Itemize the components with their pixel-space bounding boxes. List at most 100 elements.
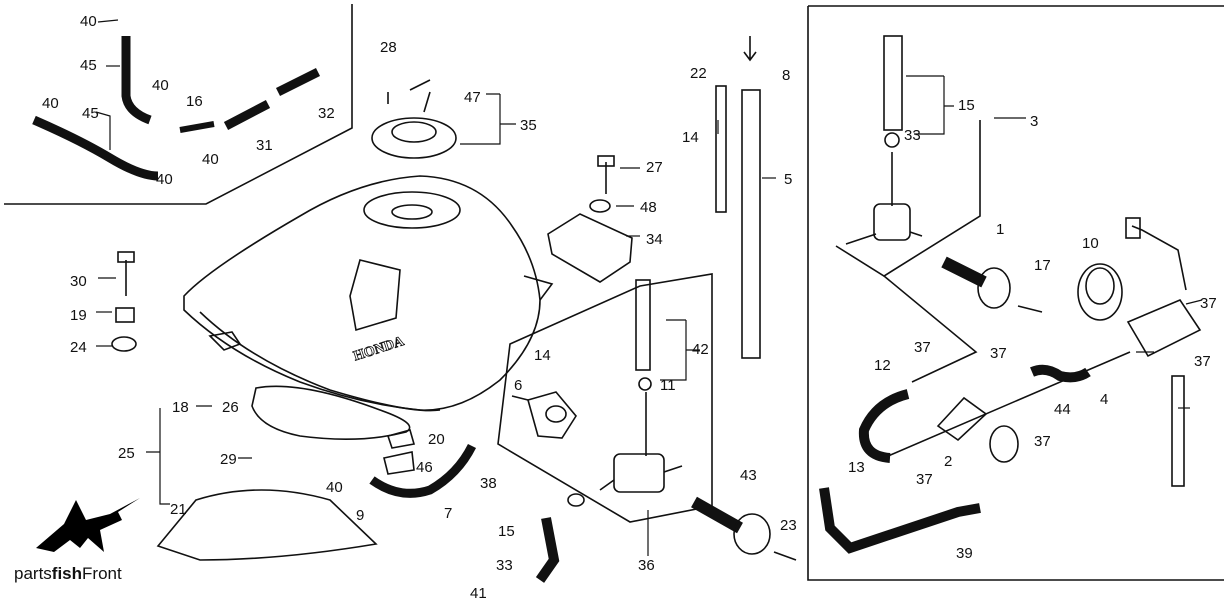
callout-label: 4 (1100, 391, 1108, 408)
fuel-tank (183, 175, 541, 411)
logo-text: partsfishFront (14, 564, 122, 583)
box-5 (835, 120, 981, 277)
callout-label: 36 (638, 557, 655, 574)
callout-label: 33 (496, 557, 513, 574)
callout-label: 35 (520, 117, 537, 134)
callout-label: 21 (170, 501, 187, 518)
inset-box-hoses (4, 4, 353, 205)
callout-label: 37 (1194, 353, 1211, 370)
callout-label: 9 (356, 507, 364, 524)
callout-label: 29 (220, 451, 237, 468)
callout-numbers: 4045164040454040323128473527483430192418… (42, 13, 1217, 602)
filter-4 (936, 396, 988, 442)
callout-label: 24 (70, 339, 87, 356)
callout-label: 14 (682, 129, 699, 146)
knob-15-center (691, 496, 743, 534)
callout-label: 39 (956, 545, 973, 562)
knob-15-right (941, 256, 987, 288)
strainer-8 (883, 35, 903, 131)
cap-3 (1077, 263, 1123, 321)
callout-label: 10 (1082, 235, 1099, 252)
pad-24 (251, 385, 411, 440)
callout-label: 13 (848, 459, 865, 476)
callout-label: 16 (186, 93, 203, 110)
hose-11 (535, 517, 560, 583)
callout-label: 37 (1034, 433, 1051, 450)
hose-45-right (223, 67, 321, 130)
callout-label: 37 (990, 345, 1007, 362)
callout-label: 44 (1054, 401, 1071, 418)
bracket-27 (547, 213, 633, 283)
callout-label: 22 (690, 65, 707, 82)
callout-label: 28 (380, 39, 397, 56)
callout-label: 26 (222, 399, 239, 416)
callout-label: 41 (470, 585, 487, 602)
callout-label: 37 (914, 339, 931, 356)
callout-label: 37 (1200, 295, 1217, 312)
callout-label: 19 (70, 307, 87, 324)
callout-label: 37 (916, 471, 933, 488)
swordfish-logo (36, 498, 140, 552)
callout-label: 40 (156, 171, 173, 188)
tank-emblem: HONDA (352, 334, 407, 365)
lever-9 (527, 391, 577, 439)
pump-1 (1126, 299, 1202, 358)
callout-label: 2 (944, 453, 952, 470)
hose-45-lower (32, 115, 159, 181)
tube-23 (715, 85, 727, 213)
leader-lines (95, 19, 1203, 556)
callout-label: 46 (416, 459, 433, 476)
callout-label: 25 (118, 445, 135, 462)
valve-box (497, 273, 713, 523)
callout-label: 40 (80, 13, 97, 30)
inset-box-right (807, 5, 1224, 581)
callout-label: 3 (1030, 113, 1038, 130)
callout-label: 20 (428, 431, 445, 448)
hose-46 (369, 443, 477, 498)
callout-label: 7 (444, 505, 452, 522)
callout-label: 34 (646, 231, 663, 248)
callout-label: 33 (904, 127, 921, 144)
callout-label: 45 (80, 57, 97, 74)
callout-label: 14 (534, 347, 551, 364)
hose-13 (819, 487, 981, 554)
callout-label: 43 (740, 467, 757, 484)
clamp-2 (989, 425, 1019, 463)
callout-label: 5 (784, 171, 792, 188)
strainer-7 (635, 279, 651, 371)
callout-label: 38 (480, 475, 497, 492)
callout-label: 30 (70, 273, 87, 290)
hose-10 (858, 389, 910, 463)
callout-label: 32 (318, 105, 335, 122)
callout-label: 31 (256, 137, 273, 154)
fuel-valve-6 (613, 453, 665, 493)
callout-label: 40 (326, 479, 343, 496)
callout-label: 27 (646, 159, 663, 176)
callout-label: 15 (958, 97, 975, 114)
callout-label: 40 (152, 77, 169, 94)
callout-label: 23 (780, 517, 797, 534)
callout-label: 18 (172, 399, 189, 416)
callout-label: 6 (514, 377, 522, 394)
callout-label: 11 (660, 377, 676, 394)
callout-label: 15 (498, 523, 515, 540)
callout-label: 1 (996, 221, 1004, 238)
hose-12 (1030, 364, 1091, 383)
joint-16 (179, 121, 215, 133)
callout-label: 40 (202, 151, 219, 168)
hose-39 (1171, 375, 1185, 487)
callout-label: 17 (1034, 257, 1051, 274)
tube-22 (741, 89, 761, 359)
callout-label: 48 (640, 199, 657, 216)
callout-label: 45 (82, 105, 99, 122)
callout-label: 8 (782, 67, 790, 84)
callout-label: 47 (464, 89, 481, 106)
fuel-cap (371, 117, 457, 159)
tray-25 (156, 489, 378, 561)
callout-label: 40 (42, 95, 59, 112)
part-20 (383, 451, 415, 475)
hose-45-upper (121, 36, 152, 125)
callout-label: 12 (874, 357, 891, 374)
callout-label: 42 (692, 341, 709, 358)
